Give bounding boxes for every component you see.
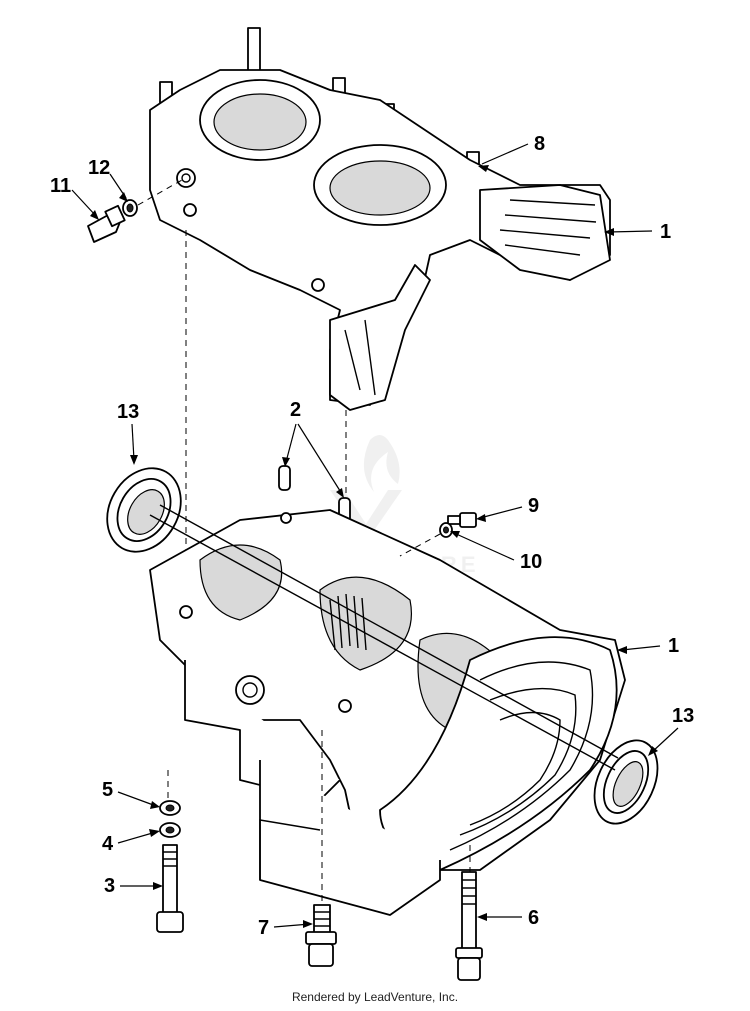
lower-crankcase-half	[149, 509, 626, 916]
part-6-long-bolt	[455, 871, 483, 981]
part-12-washer	[122, 199, 138, 217]
part-11-plug-bolt	[87, 204, 126, 243]
callout-6: 6	[528, 907, 539, 929]
part-7-bolt	[305, 904, 337, 967]
callout-9: 9	[528, 495, 539, 517]
upper-crankcase-half	[149, 27, 611, 411]
callout-5: 5	[102, 779, 113, 801]
callout-1-top: 1	[660, 221, 671, 243]
part-13-oil-seal-left	[106, 467, 182, 553]
callout-1-mid: 1	[668, 635, 679, 657]
callout-12: 12	[88, 157, 110, 179]
callout-7: 7	[258, 917, 269, 939]
part-5-washer	[159, 800, 181, 816]
part-10-washer	[439, 522, 453, 538]
part-9-bolt	[447, 512, 477, 528]
callout-4: 4	[102, 833, 114, 855]
callout-8: 8	[534, 133, 545, 155]
callout-3: 3	[104, 875, 115, 897]
rendered-by-credit: Rendered by LeadVenture, Inc.	[291, 990, 459, 1004]
callout-10: 10	[520, 551, 542, 573]
part-13-oil-seal-right	[593, 739, 659, 825]
callout-labels: 1 8 11 12 13 2 9 10 1	[50, 133, 694, 939]
callout-13-left: 13	[117, 401, 139, 423]
part-4-lock-washer	[159, 822, 181, 838]
callout-2: 2	[290, 399, 301, 421]
callout-13-right: 13	[672, 705, 694, 727]
part-3-bolt	[156, 844, 184, 933]
callout-11: 11	[50, 175, 71, 197]
